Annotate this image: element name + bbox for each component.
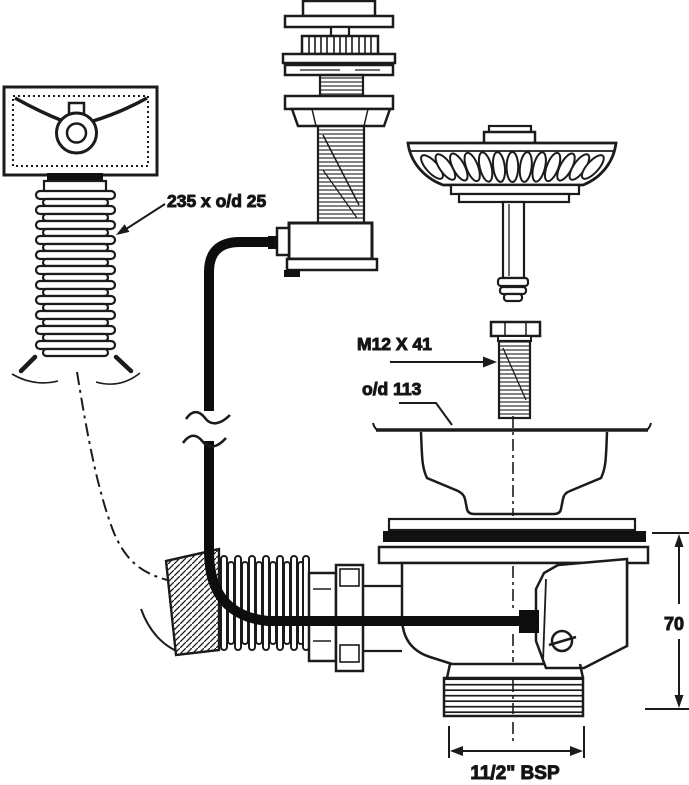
overflow-elbow [268,221,379,277]
hose-routing-centerline [76,371,168,581]
arrowhead-right [570,746,583,756]
bolt-spec-label: M12 X 41 [357,334,432,354]
arrowhead-up [674,534,684,547]
arrowhead [483,356,497,368]
gasket-white [387,517,637,532]
dimension-height-70: 70 [645,532,689,710]
sink-flange-assembly [140,422,652,718]
backnut [290,107,392,128]
outer-diameter-label: o/d 113 [362,379,422,399]
arrowhead [116,224,130,235]
overflow-hose-vertical [11,189,141,385]
basket-strainer [406,124,618,303]
arrowhead-down [674,695,684,708]
outlet-thread-label: 11/2" BSP [470,763,560,784]
cable-break-symbol [181,410,231,448]
knurled-wheel [300,34,380,56]
fixing-bolt [489,320,542,420]
height-label: 70 [664,614,684,634]
overflow-inlet [361,584,402,653]
flange-bowl-profile [419,431,609,516]
arrowhead-left [450,746,463,756]
overflow-hose-horizontal [140,547,310,657]
annotation-overflow-hose: 235 x o/d 25 [116,191,267,235]
dimension-outlet-bsp: 11/2" BSP [448,726,585,785]
strainer-slots [420,151,605,183]
cable-boss [534,557,629,670]
strainer-stem [501,200,526,280]
overflow-faceplate [2,85,159,196]
gasket-black [383,531,646,542]
overflow-hose-dim-label: 235 x o/d 25 [167,191,266,211]
pop-up-cable [204,237,539,633]
annotation-bolt: M12 X 41 [357,334,497,368]
overflow-screw-assembly [268,0,397,277]
annotation-od: o/d 113 [362,379,453,426]
